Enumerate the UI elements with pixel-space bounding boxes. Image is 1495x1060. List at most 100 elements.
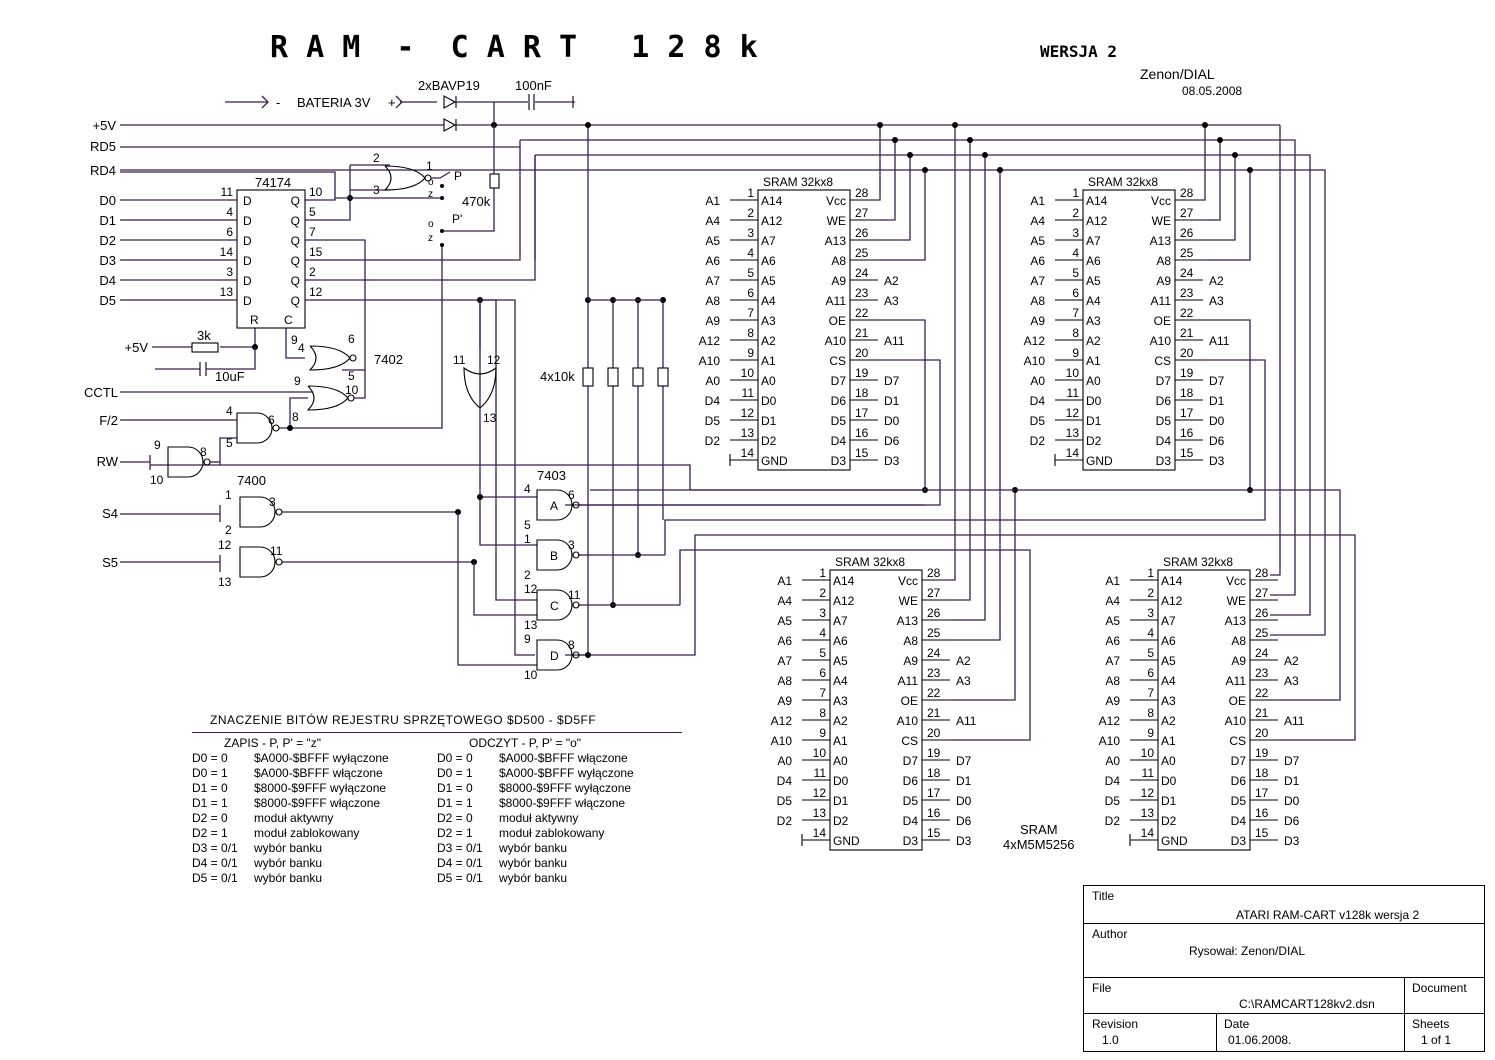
sram-pin-name: A13 (825, 234, 847, 248)
sram-pin-name: Vcc (826, 194, 846, 208)
sram-chip (829, 569, 923, 851)
wire (150, 464, 1341, 701)
gate-pin: 9 (294, 374, 301, 388)
sram-pin-num: 2 (1072, 206, 1079, 220)
junction-dot (1232, 152, 1238, 158)
nand-gate-s5 (239, 546, 276, 578)
sram-pin-num: 22 (1180, 306, 1194, 320)
latch-pin-num: 6 (226, 225, 233, 239)
resnet-label: 4x10k (540, 369, 575, 384)
sram-pin-num: 4 (1072, 246, 1079, 260)
signal-s4: S4 (102, 506, 118, 521)
sram-pin-signal: A8 (777, 674, 792, 688)
sram-pin-signal: A0 (1105, 754, 1120, 768)
gate-pin: 3 (269, 495, 276, 509)
sram-pin-name: A3 (833, 694, 848, 708)
sram-pin-num: 28 (927, 566, 941, 580)
sram-pin-signal: A5 (777, 614, 792, 628)
wire (305, 299, 535, 656)
note-bit: D3 = 0/1 (192, 841, 238, 855)
sram-pin-signal: D2 (1105, 814, 1121, 828)
sram-pin-num: 17 (927, 786, 941, 800)
latch-pin-name: R (250, 313, 259, 327)
junction-dot (1247, 167, 1253, 173)
sram-pin-signal: A6 (1105, 634, 1120, 648)
sram-pin-name: A7 (833, 614, 848, 628)
junction-dot (967, 137, 973, 143)
diode-icon (443, 95, 457, 109)
sram-pin-name: WE (827, 214, 846, 228)
oc-gate-c-bubble (572, 601, 580, 609)
latch-pin-name: D (243, 274, 252, 288)
note-text: $8000-$9FFF włączone (499, 796, 626, 810)
sram-pin-num: 6 (819, 666, 826, 680)
note-text: $A000-$BFFF wyłączone (254, 751, 389, 765)
note-text: moduł aktywny (499, 811, 579, 825)
sram-pin-name: A12 (1086, 214, 1108, 228)
note-bit: D1 = 1 (437, 796, 473, 810)
junction-dot (585, 652, 591, 658)
sram-pin-num: 2 (819, 586, 826, 600)
sram-pin-name: OE (829, 314, 846, 328)
switch-p-z: z (428, 189, 433, 200)
signal-d3: D3 (99, 253, 116, 268)
tb-author-label: Author (1092, 927, 1128, 941)
sram-pin-name: A5 (1161, 654, 1176, 668)
sram-pin-num: 8 (747, 326, 754, 340)
gate-pin: 11 (270, 544, 283, 558)
sram-pin-name: D7 (903, 754, 919, 768)
sram-pin-name: A1 (1086, 354, 1101, 368)
sram-pin-name: A9 (831, 274, 846, 288)
wire (950, 170, 1001, 641)
sram-pin-num: 4 (819, 626, 826, 640)
sram-pin-num: 1 (819, 566, 826, 580)
latch-pin-num: 11 (221, 185, 234, 199)
tb-revision-cell: Revision 1.0 (1084, 1013, 1217, 1052)
gate-pin: 3 (373, 183, 380, 197)
sram-pin-num: 2 (747, 206, 754, 220)
wire (878, 319, 926, 490)
battery-minus: - (276, 95, 280, 110)
sram-pin-signal: A3 (1284, 674, 1299, 688)
junction-dot (997, 167, 1003, 173)
oc-gate-letter: A (550, 499, 558, 513)
note-text: wybór banku (254, 841, 323, 855)
latch-pin-name: Q (291, 294, 300, 308)
sram-pin-signal: A5 (1030, 234, 1045, 248)
sram-pin-num: 11 (1067, 386, 1080, 400)
sram-pin-name: D2 (1086, 434, 1102, 448)
sram-pin-num: 25 (1255, 626, 1269, 640)
sram-pin-name: CS (1229, 734, 1246, 748)
tb-date-cell: Date 01.06.2008. (1216, 1013, 1405, 1052)
gate-pin: 3 (568, 538, 575, 552)
gate-pin: 10 (150, 473, 164, 487)
sram-pin-name: D6 (1156, 394, 1172, 408)
sram-pin-num: 1 (1147, 566, 1154, 580)
sram-pin-signal: D4 (777, 774, 793, 788)
tb-file-label: File (1092, 981, 1112, 995)
sram-pin-signal: A2 (956, 654, 971, 668)
sram-pin-num: 19 (1180, 366, 1194, 380)
sram-pin-num: 13 (1141, 806, 1155, 820)
sram-pin-num: 9 (747, 346, 754, 360)
nor-gate-top (383, 165, 426, 191)
sram-pin-signal: A12 (1024, 334, 1046, 348)
latch-pin-num: 12 (309, 285, 323, 299)
latch-pin-num: 13 (220, 285, 234, 299)
sram-pin-name: D5 (831, 414, 847, 428)
sram-pin-name: A4 (761, 294, 776, 308)
tb-sheets-label: Sheets (1412, 1017, 1450, 1031)
sram-pin-signal: D7 (884, 374, 900, 388)
schematic-version: WERSJA 2 (1040, 42, 1118, 61)
sram-pin-name: A12 (761, 214, 783, 228)
sram-pin-name: D6 (831, 394, 847, 408)
wire (1270, 125, 1281, 576)
sram-pin-name: A14 (833, 574, 855, 588)
junction-dot (952, 122, 958, 128)
sram-pin-signal: A9 (705, 314, 720, 328)
latch-pin-name: Q (291, 234, 300, 248)
gate-pin: 4 (226, 404, 233, 418)
sram-pin-name: A6 (1086, 254, 1101, 268)
sram-pin-name: A13 (1225, 614, 1247, 628)
register-notes: ZNACZENIE BITÓW REJESTRU SPRZĘTOWEGO $D5… (192, 713, 682, 886)
